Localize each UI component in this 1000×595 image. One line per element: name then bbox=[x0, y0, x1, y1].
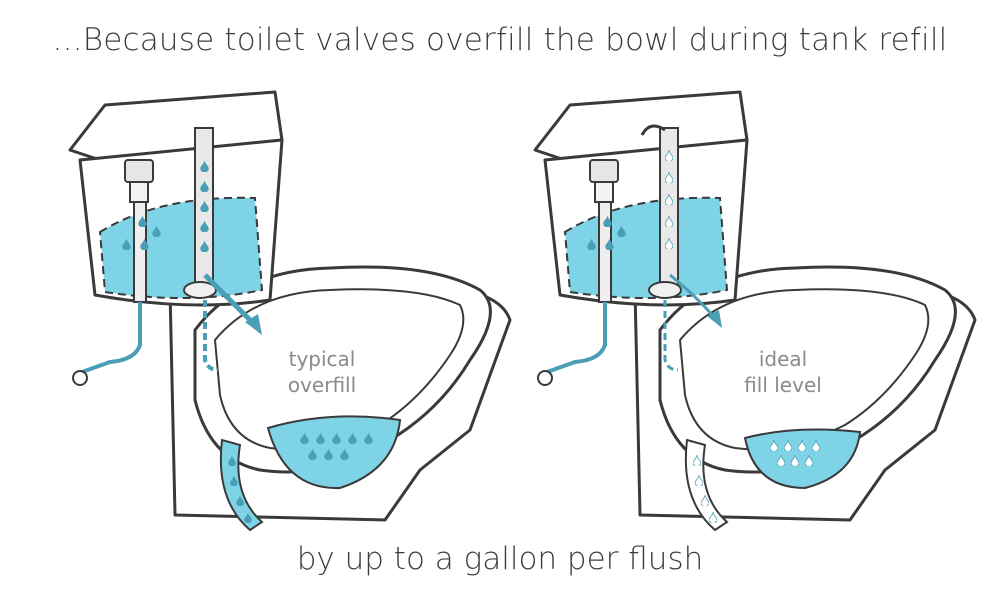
footline: by up to a gallon per flush bbox=[296, 541, 704, 577]
right-label-line1: ideal bbox=[758, 347, 808, 371]
right-flapper bbox=[648, 281, 682, 299]
left-shutoff-valve bbox=[72, 370, 88, 386]
right-refill-clip bbox=[640, 124, 666, 136]
right-supply-line bbox=[546, 302, 607, 374]
left-bowl-water bbox=[266, 415, 402, 490]
left-flapper bbox=[183, 281, 217, 299]
left-label-line2: overfill bbox=[287, 373, 357, 397]
headline: ...Because toilet valves overfill the bo… bbox=[52, 22, 948, 58]
right-label-line2: fill level bbox=[744, 373, 822, 397]
right-shutoff-valve bbox=[537, 370, 553, 386]
left-supply-line bbox=[81, 302, 142, 374]
right-diagram-label: ideal fill level bbox=[713, 346, 853, 398]
left-label-line1: typical bbox=[288, 347, 356, 371]
left-diagram-label: typical overfill bbox=[252, 346, 392, 398]
left-fill-valve bbox=[124, 159, 154, 303]
